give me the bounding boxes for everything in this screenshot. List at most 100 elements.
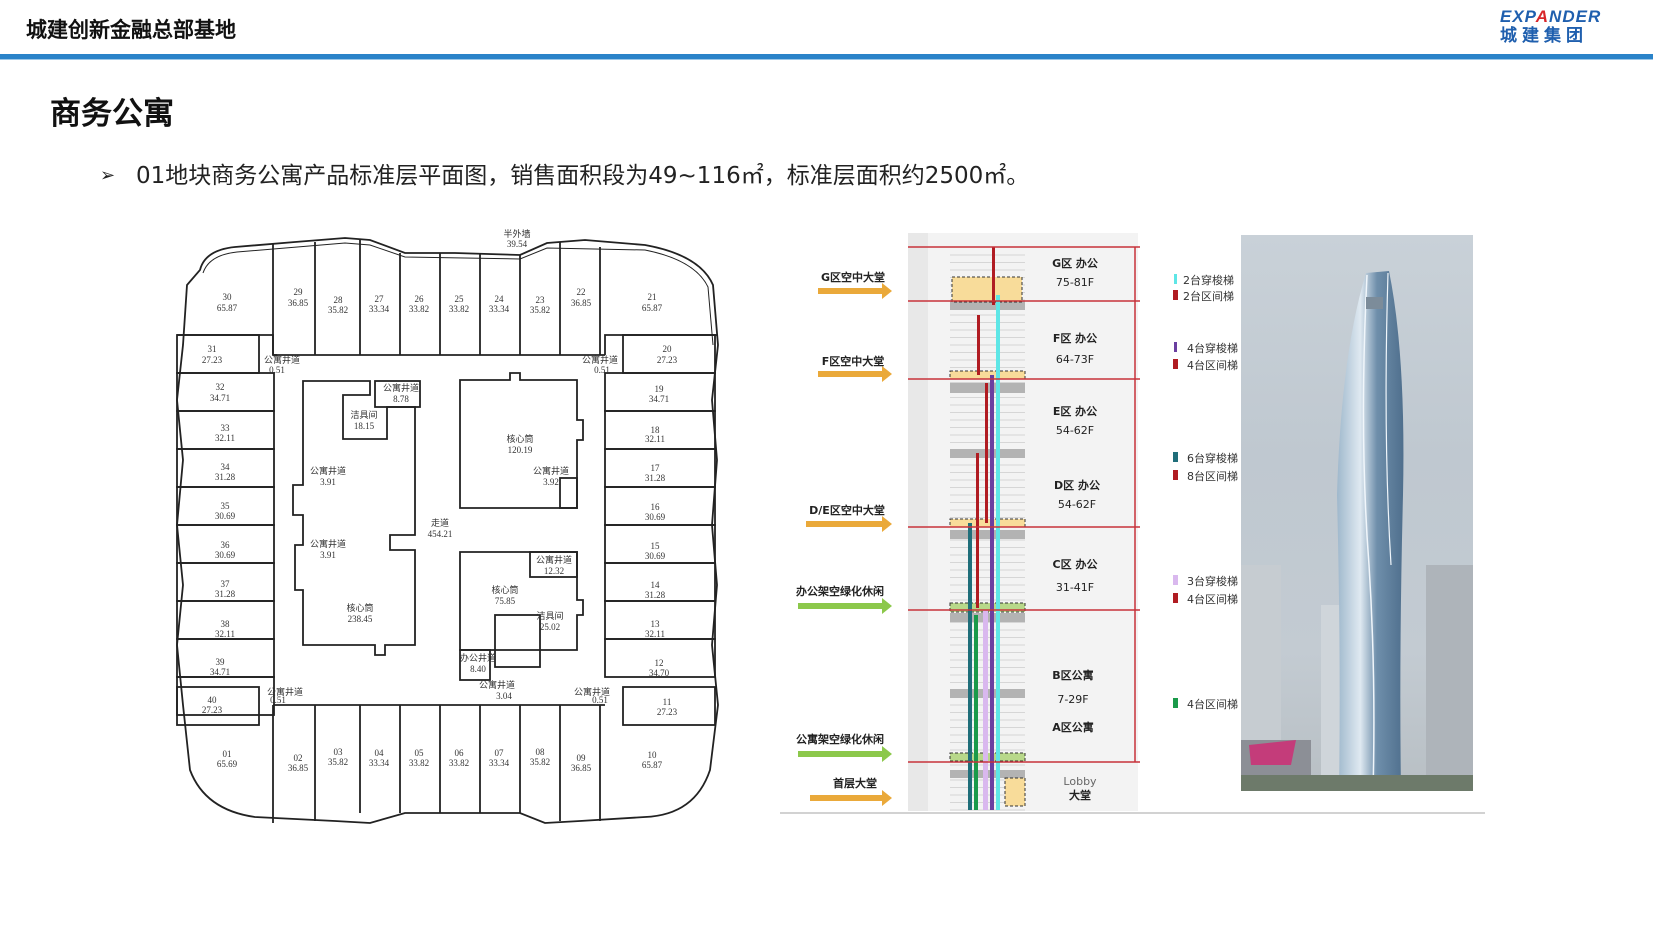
legend-label: 2台穿梭梯 bbox=[1183, 273, 1234, 287]
shaft-area: 0.51 bbox=[592, 695, 608, 705]
floor-plan: 半外墙 39.54 30 65.87 29 36.85 28 35.82 27 … bbox=[176, 228, 719, 824]
legend-label: 3台穿梭梯 bbox=[1187, 574, 1238, 588]
unit-area: 65.87 bbox=[217, 303, 238, 313]
unit-area: 27.23 bbox=[657, 355, 678, 365]
unit-area: 27.23 bbox=[202, 705, 223, 715]
unit-no: 01 bbox=[223, 749, 232, 759]
shaft-area: 8.78 bbox=[393, 394, 409, 404]
unit-no: 27 bbox=[375, 294, 385, 304]
elevator-section-diagram: G区空中大堂 F区空中大堂 D/E区空中大堂 办公架空绿化休闲 公寓架空绿化休闲… bbox=[780, 233, 1485, 814]
g-sky-lobby-box bbox=[951, 276, 1023, 303]
unit-area: 32.11 bbox=[645, 434, 665, 444]
page-title: 商务公寓 bbox=[50, 96, 174, 132]
shaft-area: 3.92 bbox=[543, 477, 559, 487]
lobby-arrows bbox=[798, 283, 892, 806]
legend-label: 8台区间梯 bbox=[1187, 469, 1238, 483]
unit-no: 22 bbox=[577, 287, 586, 297]
unit-area: 35.82 bbox=[530, 757, 550, 767]
lobby-cn-label: 大堂 bbox=[1069, 788, 1091, 802]
unit-area: 33.34 bbox=[369, 304, 390, 314]
unit-no: 17 bbox=[651, 463, 661, 473]
unit-no: 06 bbox=[455, 748, 465, 758]
unit-area: 31.28 bbox=[215, 589, 236, 599]
lobby-label-de: D/E区空中大堂 bbox=[809, 503, 885, 517]
header-title: 城建创新金融总部基地 bbox=[26, 18, 236, 42]
unit-no: 35 bbox=[221, 501, 231, 511]
unit-area: 30.69 bbox=[215, 511, 236, 521]
legend-swatch bbox=[1173, 575, 1178, 585]
unit-no: 15 bbox=[651, 541, 661, 551]
company-logo: EXPANDER 城建集团 bbox=[1500, 8, 1620, 48]
lobby-label-g: G区空中大堂 bbox=[821, 270, 885, 284]
shaft-area: 12.32 bbox=[544, 566, 564, 576]
unit-area: 31.28 bbox=[645, 590, 666, 600]
shaft-label: 公寓井道 bbox=[582, 354, 618, 365]
legend-swatch bbox=[1173, 593, 1178, 603]
unit-no: 36 bbox=[221, 540, 231, 550]
unit-no: 40 bbox=[208, 695, 218, 705]
lobby-label-f: F区空中大堂 bbox=[822, 354, 885, 368]
unit-no: 28 bbox=[334, 295, 344, 305]
room-label: 核心筒 bbox=[506, 433, 533, 444]
unit-area: 33.82 bbox=[409, 758, 429, 768]
legend-label: 2台区间梯 bbox=[1183, 289, 1234, 303]
shaft-area: 0.51 bbox=[269, 365, 285, 375]
shaft-label: 公寓井道 bbox=[479, 679, 515, 690]
unit-no: 37 bbox=[221, 579, 231, 589]
unit-no: 25 bbox=[455, 294, 465, 304]
lobby-label-apartment-green: 公寓架空绿化休闲 bbox=[796, 732, 884, 746]
unit-area: 27.23 bbox=[657, 707, 678, 717]
label-half-wall: 半外墙 bbox=[503, 228, 530, 239]
bullet-text: 01地块商务公寓产品标准层平面图，销售面积段为49~116㎡，标准层面积约250… bbox=[136, 163, 1030, 189]
unit-no: 21 bbox=[648, 292, 657, 302]
shaft-label: 公寓井道 bbox=[574, 686, 610, 697]
arrow-g-sky-lobby bbox=[818, 283, 892, 299]
unit-no: 02 bbox=[294, 753, 303, 763]
elevator-shuttle-lilac bbox=[983, 610, 988, 810]
room-label: 洁具间 bbox=[536, 610, 563, 621]
unit-no: 31 bbox=[208, 344, 217, 354]
unit-no: 19 bbox=[655, 384, 665, 394]
elevator-zonal-f bbox=[977, 315, 980, 375]
unit-no: 39 bbox=[216, 657, 226, 667]
zone-floors: 64-73F bbox=[1056, 353, 1094, 366]
unit-no: 05 bbox=[415, 748, 425, 758]
arrow-apartment-green bbox=[798, 746, 892, 762]
unit-area: 27.23 bbox=[202, 355, 223, 365]
header-divider bbox=[0, 54, 1653, 59]
unit-area: 36.85 bbox=[571, 763, 592, 773]
unit-area: 34.71 bbox=[649, 394, 669, 404]
unit-no: 07 bbox=[495, 748, 505, 758]
unit-area: 35.82 bbox=[328, 305, 348, 315]
zone-name: B区公寓 bbox=[1052, 668, 1093, 682]
unit-no: 32 bbox=[216, 382, 225, 392]
legend-swatch bbox=[1174, 342, 1177, 352]
elevator-shuttle-purple bbox=[990, 375, 994, 810]
zone-name: G区 办公 bbox=[1052, 256, 1098, 270]
unit-no: 24 bbox=[495, 294, 505, 304]
unit-area: 33.34 bbox=[489, 304, 510, 314]
header-divider-light bbox=[0, 59, 1653, 60]
room-label: 核心筒 bbox=[491, 584, 518, 595]
unit-area: 33.82 bbox=[449, 758, 469, 768]
shaft-area: 8.40 bbox=[470, 664, 486, 674]
zone-name: F区 办公 bbox=[1053, 331, 1097, 345]
unit-area: 36.85 bbox=[571, 298, 592, 308]
room-label: 洁具间 bbox=[350, 409, 377, 420]
unit-area: 32.11 bbox=[645, 629, 665, 639]
shaft-label: 公寓井道 bbox=[264, 354, 300, 365]
legend-swatch bbox=[1173, 290, 1178, 300]
unit-area: 31.28 bbox=[215, 472, 236, 482]
unit-area: 32.11 bbox=[215, 433, 235, 443]
unit-area: 32.11 bbox=[215, 629, 235, 639]
unit-area: 35.82 bbox=[328, 757, 348, 767]
bullet-point: ➢01地块商务公寓产品标准层平面图，销售面积段为49~116㎡，标准层面积约25… bbox=[100, 156, 1029, 190]
elevator-zonal-e bbox=[985, 383, 988, 523]
unit-area: 34.70 bbox=[649, 668, 670, 678]
arrow-office-green bbox=[798, 598, 892, 614]
unit-area: 34.71 bbox=[210, 667, 230, 677]
unit-area: 33.34 bbox=[369, 758, 390, 768]
unit-area: 31.28 bbox=[645, 473, 666, 483]
unit-no: 08 bbox=[536, 747, 546, 757]
unit-no: 34 bbox=[221, 462, 231, 472]
